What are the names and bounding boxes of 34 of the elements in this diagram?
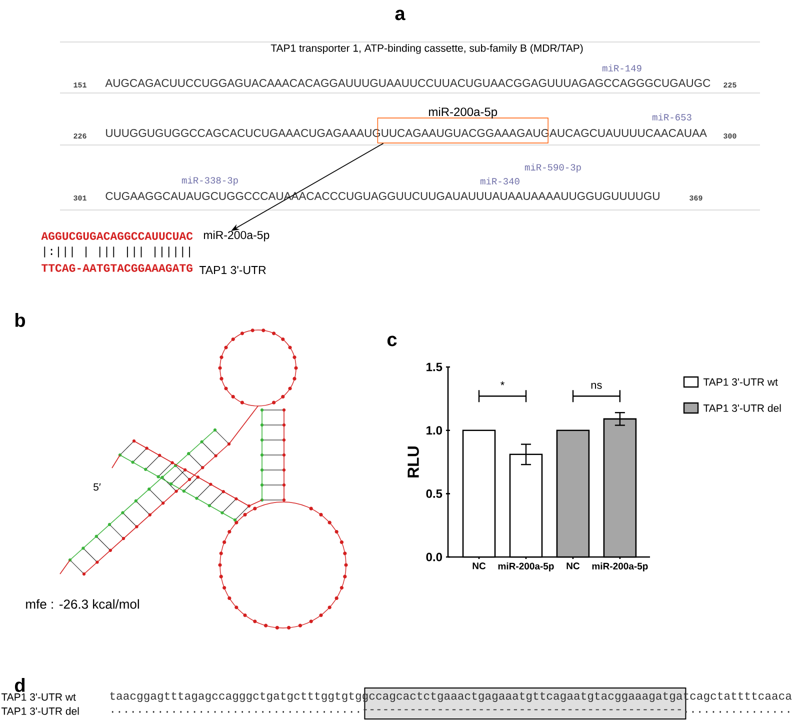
x-tick-label: miR-200a-5p: [592, 562, 648, 572]
base-pairing: |:||| | ||| ||| ||||||: [44, 246, 190, 258]
x-tick-label: NC: [566, 562, 580, 570]
mirna-label: miR-338-3p: [182, 176, 238, 186]
sequence-name: TAP1 3'-UTR del: [1, 707, 79, 715]
x-tick-label: NC: [472, 562, 486, 570]
y-tick-label: 0.0: [426, 552, 442, 562]
mirna-label: miR-340: [480, 178, 520, 184]
panel-letter: c: [387, 336, 397, 346]
y-tick-label: 1.5: [426, 362, 442, 372]
energy-label: mfe : -26.3 kcal/mol: [26, 599, 139, 609]
panel-letter: d: [14, 678, 25, 692]
y-tick-label: 1.0: [426, 426, 442, 435]
panel-letter: a: [395, 10, 406, 20]
sequence-name: TAP1 3'-UTR wt: [1, 693, 76, 701]
legend-label: TAP1 3'-UTR del: [703, 404, 781, 412]
x-tick-label: miR-200a-5p: [498, 562, 554, 572]
mirna-label: miR-200a-5p: [429, 107, 498, 118]
sequence-text: AGGUCGUGACAGGCCAUUCUAC: [41, 232, 193, 240]
title: TAP1 transporter 1, ATP-binding cassette, sub-family B (MDR/TAP): [270, 44, 583, 54]
end-label: 5′: [94, 483, 101, 491]
sequence-name: miR-200a-5p: [204, 230, 270, 242]
mirna-label: miR-653: [652, 114, 692, 120]
mirna-label: miR-149: [602, 64, 642, 72]
mirna-label: miR-590-3p: [524, 164, 581, 172]
panel-letter: b: [15, 313, 26, 327]
sequence-text: TTCAG-AATGTACGGAAAGATG: [42, 264, 192, 272]
legend-label: TAP1 3'-UTR wt: [703, 378, 778, 386]
significance-label: *: [500, 381, 504, 386]
y-tick-label: 0.5: [426, 489, 442, 498]
sequence-name: TAP1 3'-UTR: [199, 266, 266, 274]
y-axis-title: RLU: [408, 446, 419, 478]
sequence-text: AUGCAGACUUCCUGGAGUACAAACACAGGAUUUGUAAUUCCUUACUGUAACGGAGUUUAGAGCCAGGGCUGAUGC: [105, 79, 710, 87]
significance-label: ns: [591, 382, 602, 389]
